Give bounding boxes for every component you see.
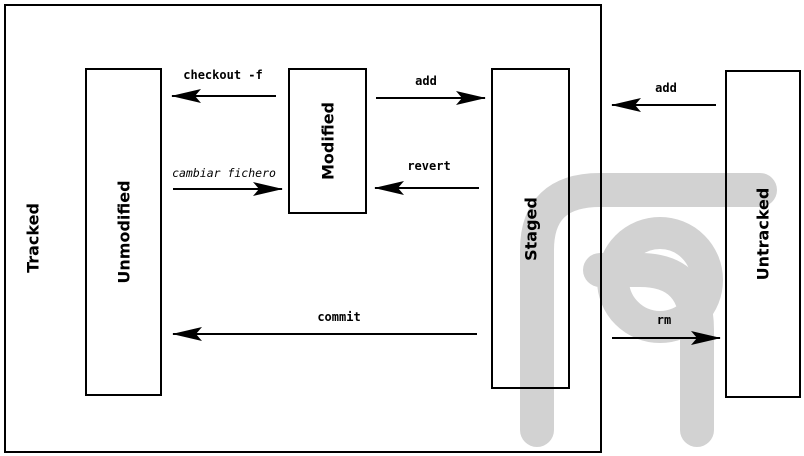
label-commit: commit: [317, 310, 361, 324]
label-checkout: checkout -f: [183, 68, 263, 82]
tracked-region: [4, 4, 602, 453]
label-add-untracked: add: [655, 81, 677, 95]
state-unmodified: Unmodified: [85, 68, 162, 396]
label-add-modified-staged: add: [415, 74, 437, 88]
label-revert: revert: [407, 159, 451, 173]
state-staged: Staged: [491, 68, 570, 389]
state-untracked: Untracked: [725, 70, 801, 398]
state-modified: Modified: [288, 68, 367, 214]
label-rm: rm: [656, 313, 672, 327]
label-change-file: cambiar fichero: [172, 166, 276, 180]
